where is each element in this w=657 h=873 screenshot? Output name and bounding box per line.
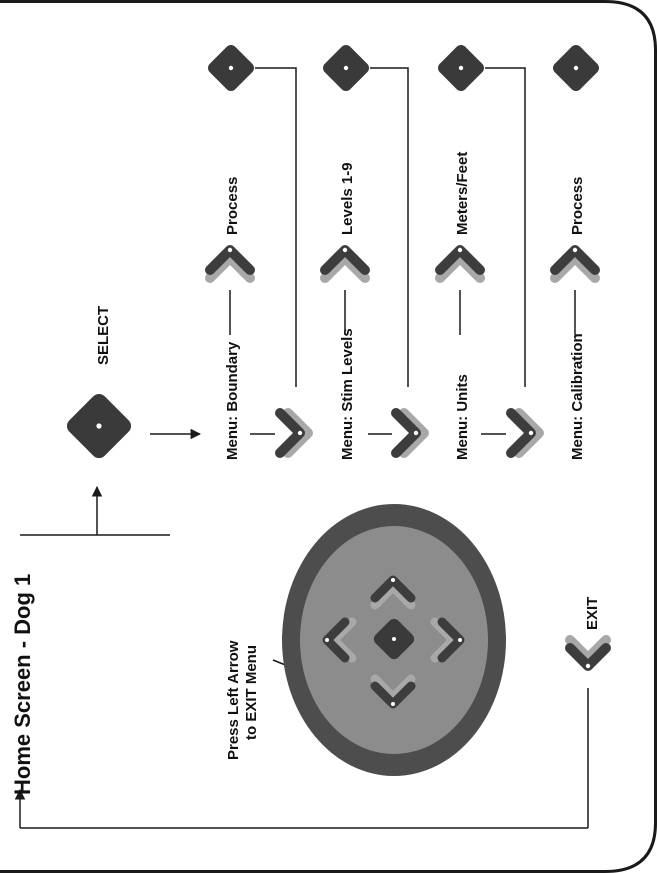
dpad-down-button[interactable] <box>370 674 416 709</box>
dpad-right-button[interactable] <box>430 617 465 663</box>
menu-label-boundary: Menu: Boundary <box>224 341 241 460</box>
select-label: SELECT <box>95 306 112 365</box>
right-chevron-icon <box>506 408 544 458</box>
option-label-process-calibration: Process <box>569 177 586 235</box>
option-label-levels: Levels 1-9 <box>339 162 356 235</box>
option-label-process: Process <box>224 177 241 235</box>
connector-lines <box>14 67 589 829</box>
up-chevron-icon <box>205 245 255 283</box>
select-button[interactable] <box>64 391 135 462</box>
menu-label-stim-levels: Menu: Stim Levels <box>339 328 356 460</box>
ok-button-icon <box>323 45 369 91</box>
up-chevron-icon <box>550 245 600 283</box>
right-chevron-icon <box>391 408 429 458</box>
dpad-up-button[interactable] <box>370 575 416 610</box>
ok-button-icon <box>208 45 254 91</box>
up-chevron-icon <box>435 245 485 283</box>
ok-button-icon <box>438 45 484 91</box>
exit-chevron-icon <box>565 635 611 671</box>
dpad-left-button[interactable] <box>322 617 357 663</box>
page-title: Home Screen - Dog 1 <box>10 574 35 795</box>
option-label-meters-feet: Meters/Feet <box>454 152 471 235</box>
ok-button-icon <box>553 45 599 91</box>
up-chevron-icon <box>320 245 370 283</box>
hint-line-1: Press Left Arrow <box>225 640 242 760</box>
right-chevron-icon <box>275 408 313 458</box>
hint-line-2: to EXIT Menu <box>243 645 260 740</box>
dpad-center-button[interactable] <box>371 616 416 661</box>
menu-label-units: Menu: Units <box>454 374 471 460</box>
exit-label: EXIT <box>584 597 601 630</box>
menu-label-calibration: Menu: Calibration <box>569 333 586 460</box>
